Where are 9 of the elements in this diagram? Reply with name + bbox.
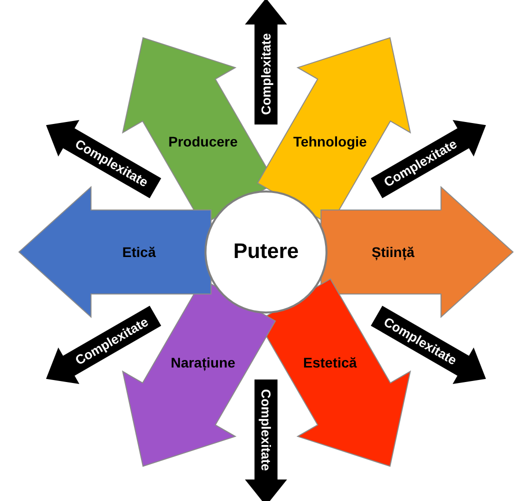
arrow-label: Etică bbox=[122, 244, 156, 260]
arrow-label: Estetică bbox=[302, 354, 356, 370]
arrow-label: Narațiune bbox=[170, 354, 235, 370]
center-label: Putere bbox=[233, 240, 299, 264]
arrow-label: Complexitate bbox=[258, 33, 274, 115]
arrow-label: Producere bbox=[168, 134, 238, 150]
arrow-label: Complexitate bbox=[258, 389, 274, 471]
arrow-label: Știință bbox=[372, 244, 414, 260]
arrow-label: Tehnologie bbox=[292, 134, 366, 150]
